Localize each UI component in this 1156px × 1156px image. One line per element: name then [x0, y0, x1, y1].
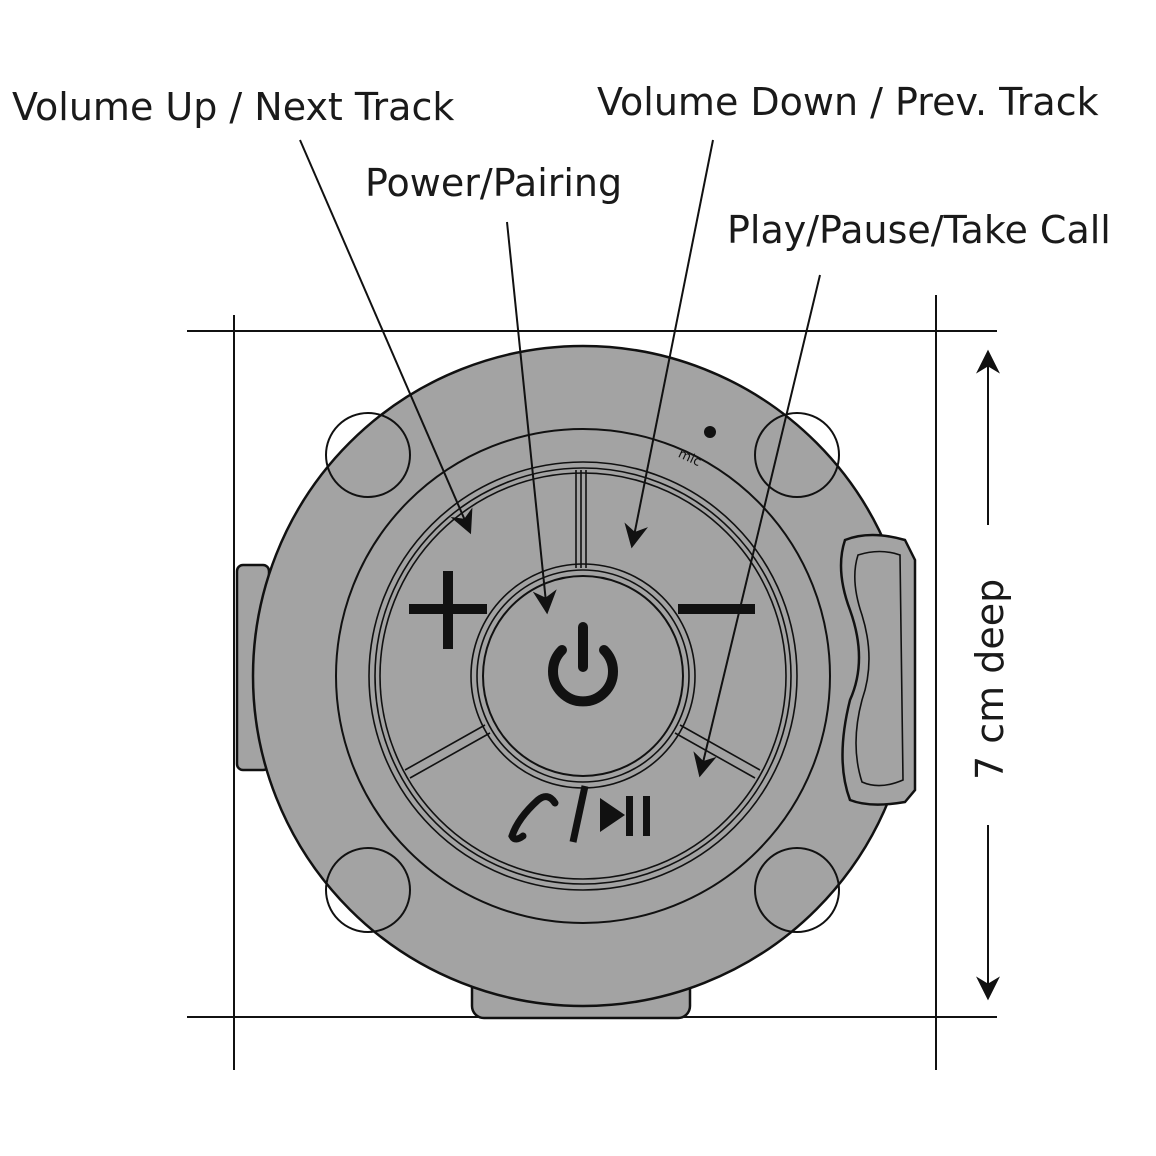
speaker-body [251, 344, 915, 1008]
right-clip [839, 533, 917, 806]
play-pause-button[interactable] [508, 785, 650, 843]
leader-arrows [299, 139, 821, 778]
dimension-lines [187, 295, 1000, 1070]
label-power: Power/Pairing [365, 161, 622, 205]
corner-bumps [325, 412, 840, 933]
label-volume-down: Volume Down / Prev. Track [597, 80, 1099, 124]
power-button[interactable] [470, 563, 696, 789]
label-volume-up: Volume Up / Next Track [12, 85, 454, 129]
play-pause-icon [600, 796, 650, 836]
mic-hole [704, 426, 716, 438]
phone-icon [508, 793, 559, 843]
slash-icon [569, 785, 589, 843]
volume-up-button[interactable] [409, 571, 487, 649]
power-icon [548, 622, 618, 707]
volume-down-button[interactable] [678, 604, 755, 614]
label-play-pause: Play/Pause/Take Call [727, 208, 1111, 252]
label-depth: 7 cm deep [968, 579, 1012, 780]
minus-icon [678, 604, 755, 614]
plus-icon [409, 571, 487, 649]
